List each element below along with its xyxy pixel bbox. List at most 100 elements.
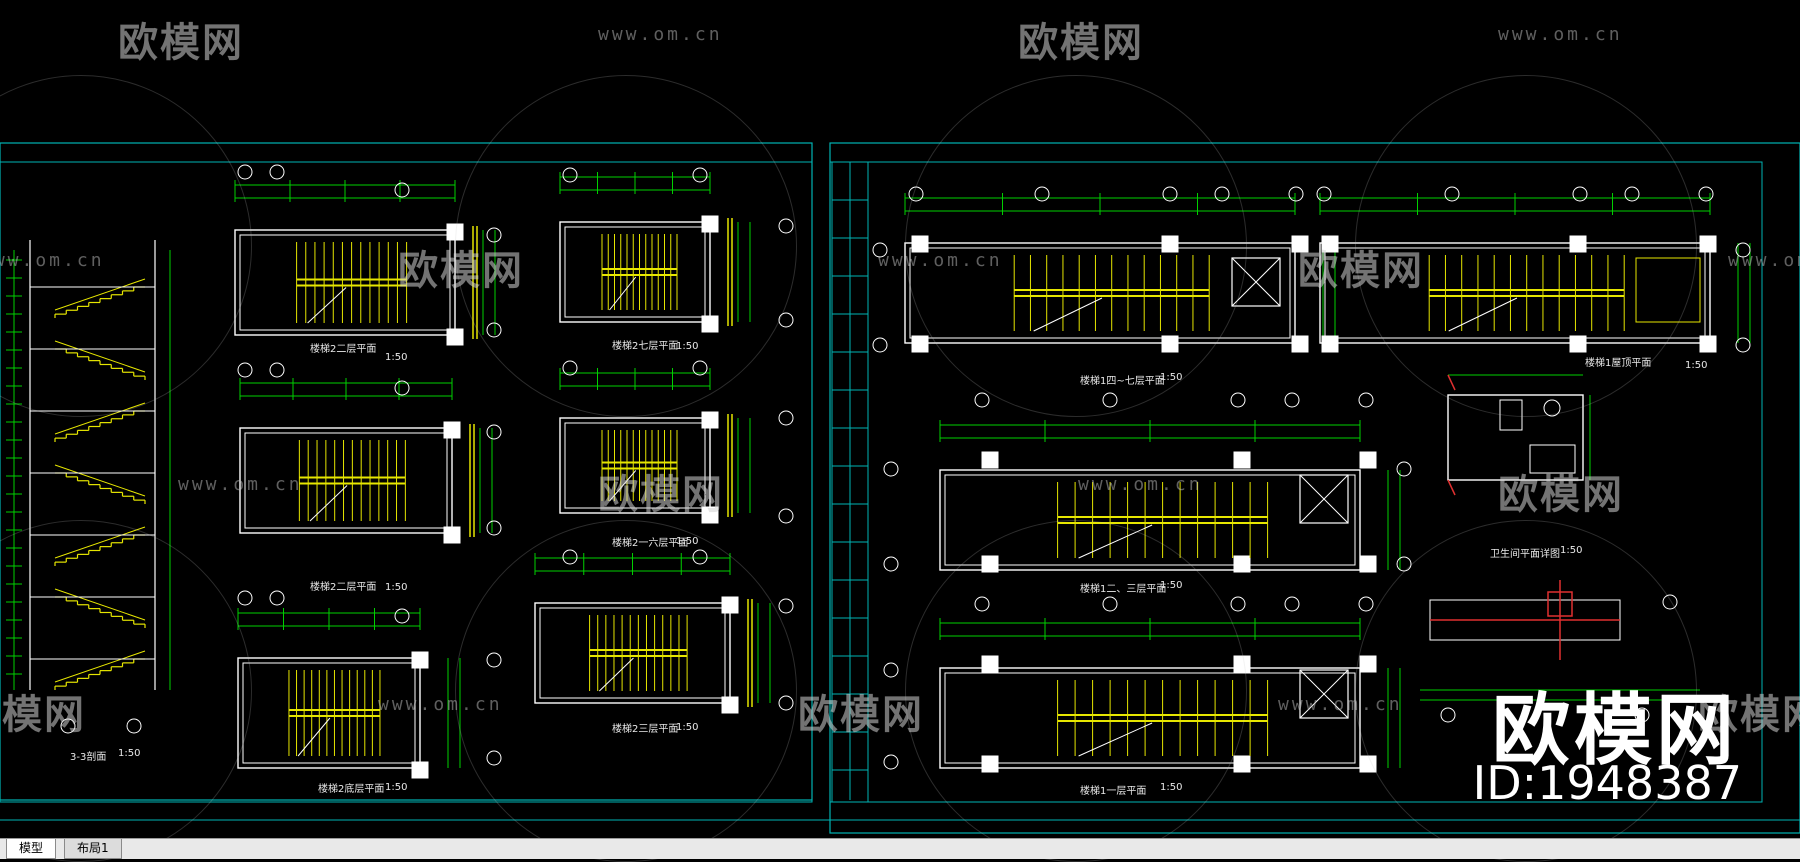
column (443, 421, 461, 439)
axis-bubble (1358, 596, 1374, 612)
plan-wall-inner (244, 432, 448, 529)
axis-bubble (883, 461, 899, 477)
column (443, 526, 461, 544)
elevator-shaft (1299, 669, 1349, 719)
column (701, 506, 719, 524)
column (1321, 235, 1339, 253)
left-plan-3-scale: 1:50 (385, 782, 408, 793)
elevator-cross (1231, 257, 1281, 307)
watermark-logo: 欧模网 (118, 20, 244, 66)
watermark-logo: 欧模网 (1298, 248, 1424, 294)
left-plan-1-scale: 1:50 (385, 352, 408, 363)
watermark-url: www.om.cn (0, 250, 105, 271)
elevator-cross (1299, 474, 1349, 524)
watermark-circle (1355, 75, 1697, 417)
axis-bubble (1230, 596, 1246, 612)
stair-arrow (297, 717, 331, 757)
column (411, 651, 429, 669)
left-plan-2-scale: 1:50 (385, 582, 408, 593)
watermark-logo: 欧模网 (1018, 20, 1144, 66)
brand-badge-id: ID:1948387 (1472, 756, 1742, 810)
axis-bubble (237, 362, 253, 378)
right-plan-5-scale: 1:50 (1685, 360, 1708, 371)
axis-bubble (883, 556, 899, 572)
plan-wall-inner (564, 422, 706, 509)
watermark-circle (455, 520, 797, 862)
axis-bubble (486, 424, 502, 440)
axis-bubble (883, 662, 899, 678)
sheet-frame-left-inner (0, 161, 813, 803)
watermark-url: www.om.cn (1498, 24, 1623, 45)
column (1699, 335, 1717, 353)
column (1699, 235, 1717, 253)
stair-arrow (309, 485, 348, 522)
column (1321, 335, 1339, 353)
axis-bubble (1230, 392, 1246, 408)
axis-bubble (778, 508, 794, 524)
watermark-logo: 欧模网 (0, 692, 86, 738)
axis-bubble (1358, 392, 1374, 408)
layout-tab-bar: 模型 布局1 (0, 838, 1800, 859)
axis-bubble (872, 337, 888, 353)
column (1233, 555, 1251, 573)
column (446, 328, 464, 346)
stair-arrow (307, 287, 347, 324)
watermark-url: www.om.cn (1078, 474, 1203, 495)
bathtub (1529, 444, 1576, 474)
watermark-logo: 欧模网 (598, 472, 724, 518)
column (1291, 235, 1309, 253)
watermark-url: www.om.cn (378, 694, 503, 715)
axis-bubble (778, 598, 794, 614)
column (1359, 555, 1377, 573)
left-plan-2-label: 楼梯2二层平面 (310, 582, 377, 593)
axis-bubble (269, 362, 285, 378)
watermark-url: www.om.cn (1278, 694, 1403, 715)
column (701, 411, 719, 429)
plan-wall (559, 417, 711, 514)
axis-bubble (394, 182, 410, 198)
left-plan-3-label: 楼梯2底层平面 (318, 784, 385, 795)
watermark-url: www.om.cn (178, 474, 303, 495)
elevator-cross (1299, 669, 1349, 719)
tab-layout1[interactable]: 布局1 (64, 839, 122, 859)
axis-bubble (486, 520, 502, 536)
column (1233, 755, 1251, 773)
sheet-frame-right-inner (829, 161, 1763, 803)
axis-bubble (269, 590, 285, 606)
column (911, 335, 929, 353)
axis-bubble (1284, 596, 1300, 612)
axis-bubble (237, 590, 253, 606)
brand-badge-title: 欧模网 (1491, 686, 1738, 776)
watermark-url: www.om.cn (878, 250, 1003, 271)
watermark-circle (455, 75, 797, 417)
axis-bubble (269, 164, 285, 180)
column (411, 761, 429, 779)
column (1359, 451, 1377, 469)
axis-bubble (778, 410, 794, 426)
red-leader (1447, 479, 1456, 496)
watermark-logo: 欧模网 (1498, 472, 1624, 518)
watermark-url: www.om.cn (1728, 250, 1800, 271)
watermark-url: www.om.cn (598, 24, 723, 45)
axis-bubble (394, 608, 410, 624)
axis-bubble (1284, 392, 1300, 408)
tab-model[interactable]: 模型 (6, 839, 57, 859)
watermark-circle (905, 520, 1247, 862)
axis-bubble (974, 392, 990, 408)
watermark-logo: 欧模网 (398, 248, 524, 294)
axis-bubble (1698, 186, 1714, 202)
column (1233, 451, 1251, 469)
stair-arrow (609, 470, 637, 502)
axis-bubble (237, 164, 253, 180)
axis-bubble (394, 380, 410, 396)
watermark-logo: 欧模网 (1698, 692, 1800, 738)
left-plan-1-label: 楼梯2二层平面 (310, 344, 377, 355)
watermark-circle (905, 75, 1247, 417)
elevator-shaft (1299, 474, 1349, 524)
axis-bubble (872, 242, 888, 258)
axis-bubble (1735, 337, 1751, 353)
axis-bubble (1396, 461, 1412, 477)
axis-bubble (1316, 186, 1332, 202)
axis-bubble (1735, 242, 1751, 258)
